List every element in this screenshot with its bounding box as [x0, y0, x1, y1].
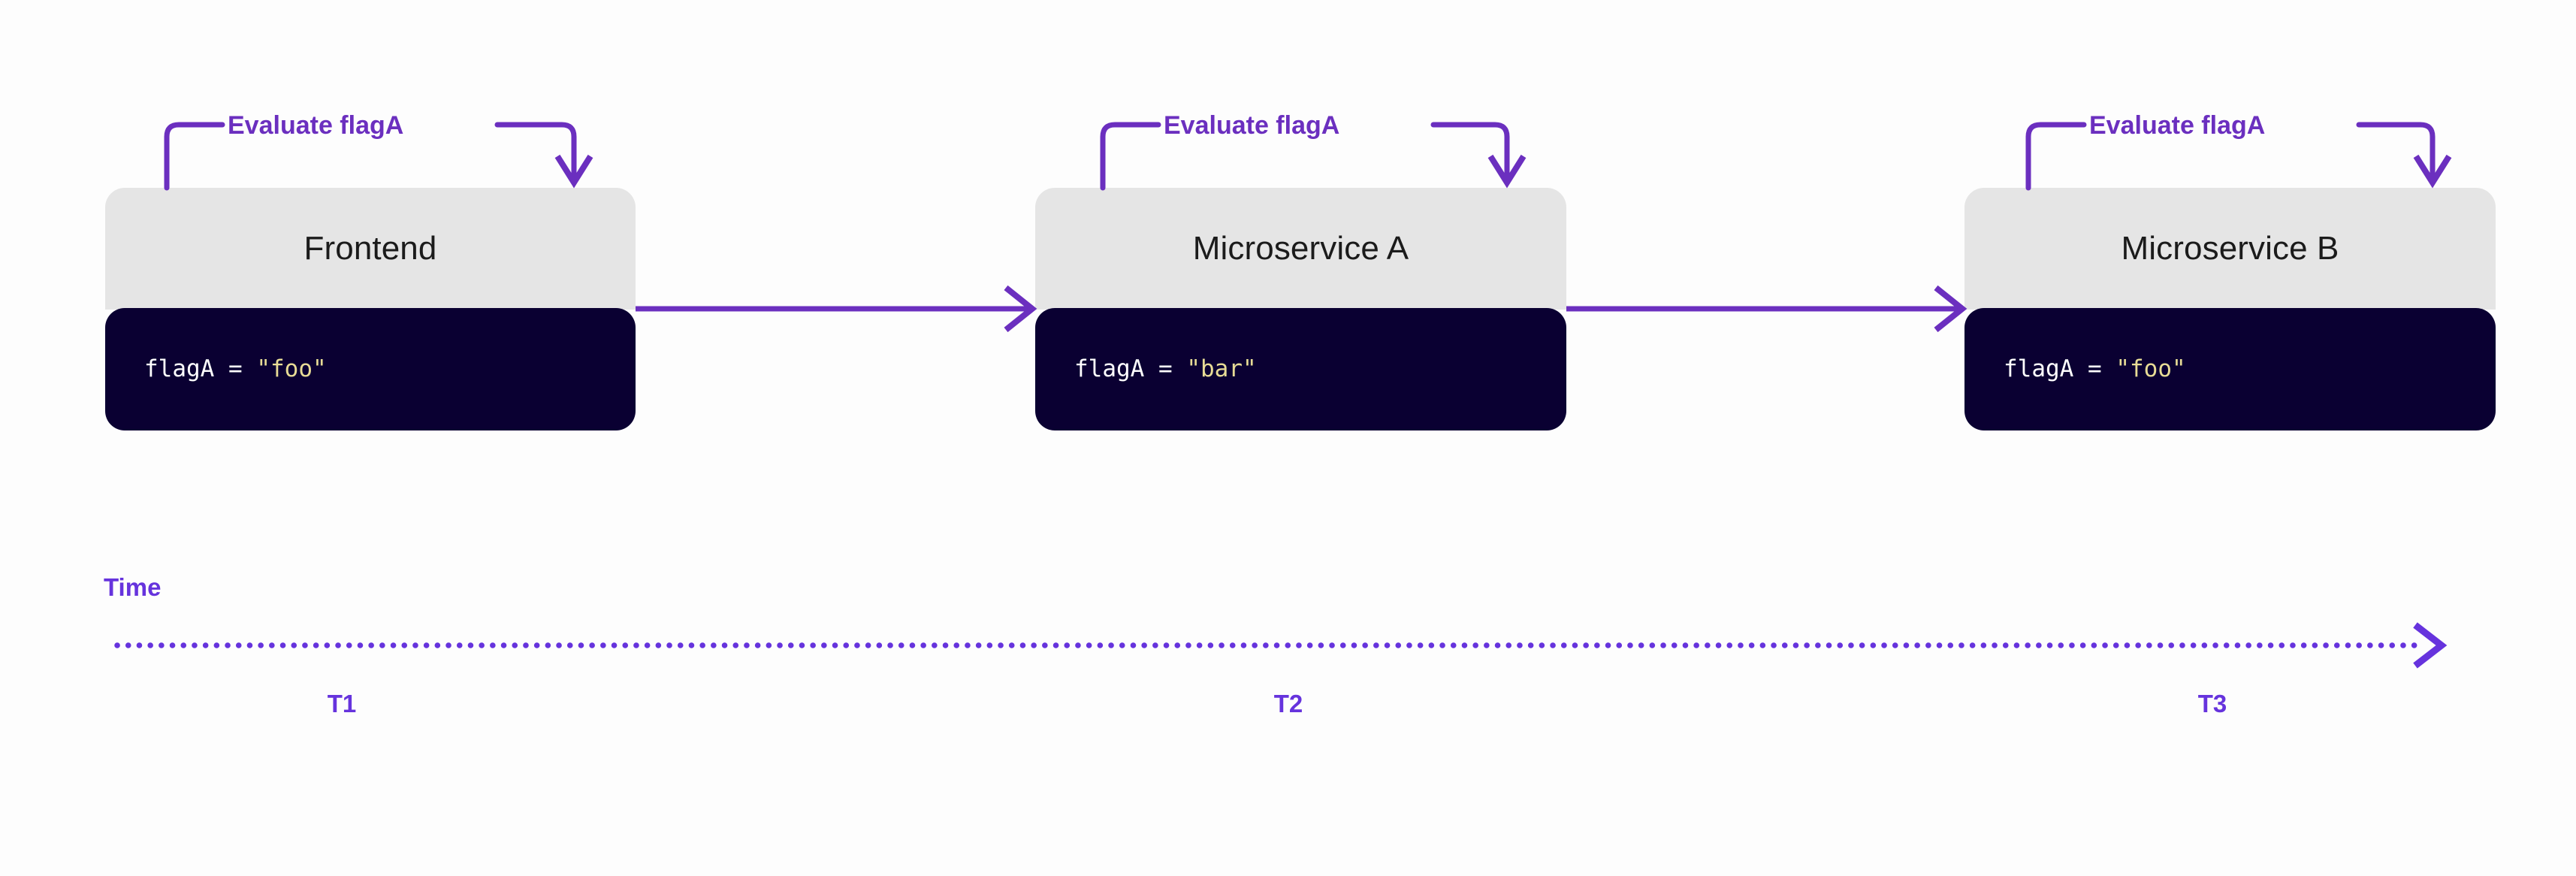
- node-frontend[interactable]: Frontend flagA = "foo": [105, 188, 636, 430]
- node-microservice-a[interactable]: Microservice A flagA = "bar": [1035, 188, 1566, 430]
- timeline-tick-t3: T3: [2197, 690, 2227, 717]
- connector-microservice-a-to-microservice-b: [1566, 285, 1967, 333]
- evaluate-label-microservice-b: Evaluate flagA: [2089, 111, 2266, 140]
- code-line: flagA = "bar": [1074, 358, 1257, 381]
- code-line: flagA = "foo": [144, 358, 327, 381]
- code-operator: =: [214, 355, 257, 382]
- timeline-tick-t2: T2: [1273, 690, 1303, 717]
- code-operator: =: [2073, 355, 2116, 382]
- node-header-microservice-b: Microservice B: [1964, 188, 2496, 310]
- node-title: Frontend: [304, 230, 437, 267]
- code-string-value: "foo": [256, 355, 327, 382]
- code-identifier: flagA: [144, 355, 215, 382]
- timeline-axis: [114, 622, 2448, 669]
- evaluate-label-microservice-a: Evaluate flagA: [1164, 111, 1340, 140]
- code-line: flagA = "foo": [2004, 358, 2186, 381]
- code-string-value: "foo": [2115, 355, 2186, 382]
- node-header-frontend: Frontend: [105, 188, 636, 310]
- node-header-microservice-a: Microservice A: [1035, 188, 1566, 310]
- node-code-panel-microservice-b: flagA = "foo": [1964, 308, 2496, 430]
- node-code-panel-frontend: flagA = "foo": [105, 308, 636, 430]
- code-identifier: flagA: [1074, 355, 1145, 382]
- timeline-axis-label: Time: [104, 573, 162, 601]
- evaluate-label-frontend: Evaluate flagA: [228, 111, 404, 140]
- code-string-value: "bar": [1186, 355, 1257, 382]
- code-operator: =: [1144, 355, 1187, 382]
- node-title: Microservice B: [2121, 230, 2339, 267]
- timeline-tick-t1: T1: [327, 690, 357, 717]
- node-title: Microservice A: [1192, 230, 1409, 267]
- connector-frontend-to-microservice-a: [636, 285, 1037, 333]
- code-identifier: flagA: [2004, 355, 2074, 382]
- node-microservice-b[interactable]: Microservice B flagA = "foo": [1964, 188, 2496, 430]
- node-code-panel-microservice-a: flagA = "bar": [1035, 308, 1566, 430]
